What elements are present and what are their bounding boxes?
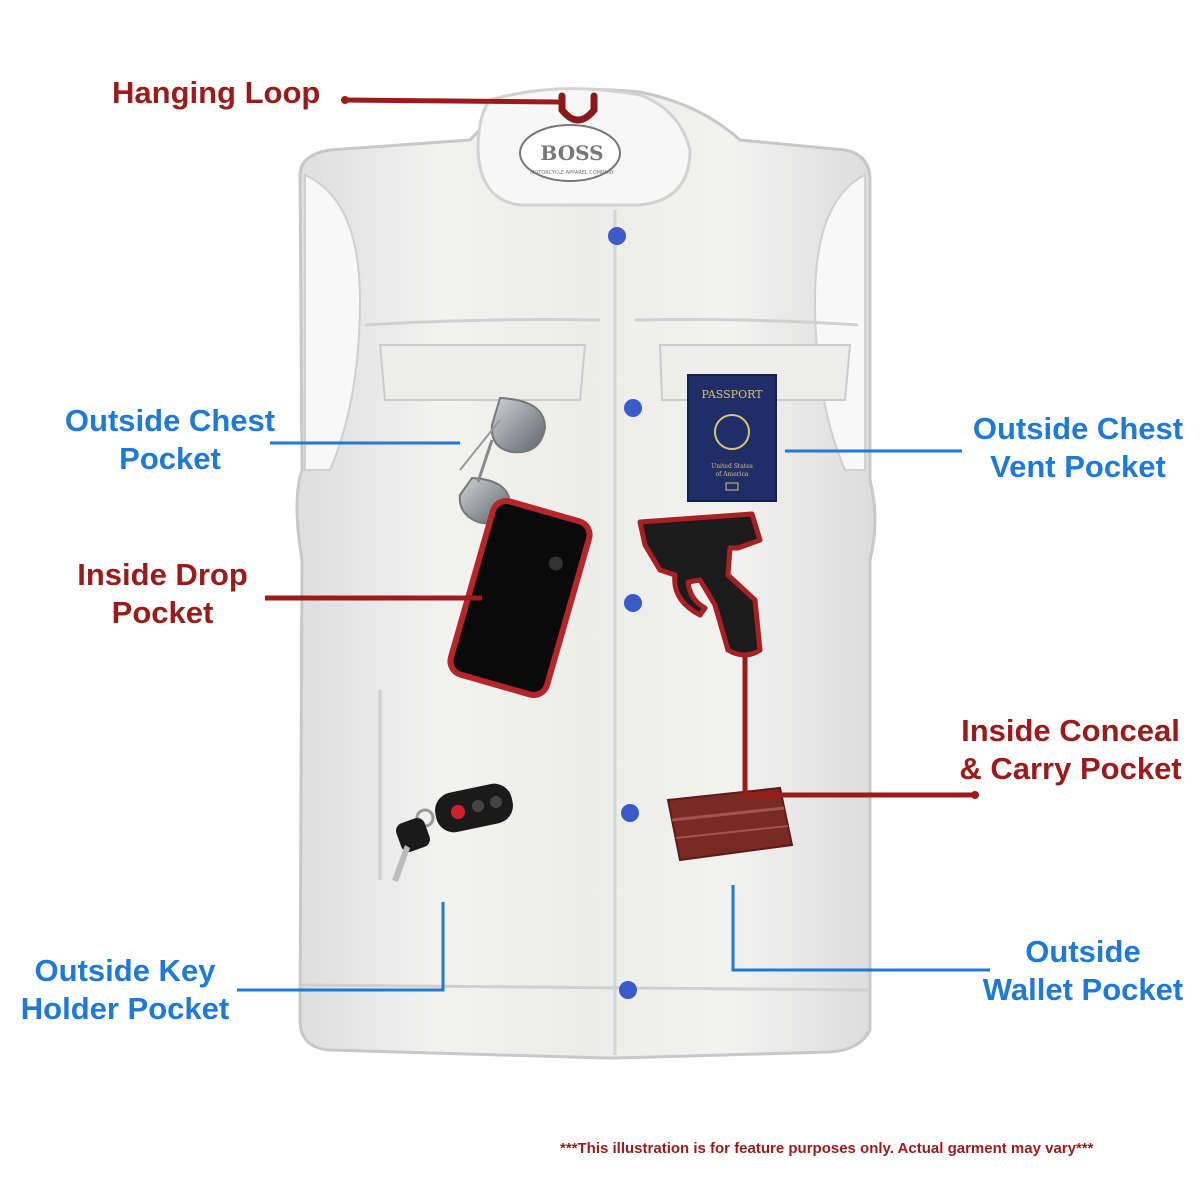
label-outside-wallet-pocket: Outside Wallet Pocket — [972, 933, 1194, 1009]
label-hanging-loop: Hanging Loop — [112, 74, 337, 112]
passport-title: PASSPORT — [701, 388, 763, 401]
snap-button — [619, 981, 637, 999]
label-line: Outside — [1025, 934, 1141, 969]
snap-button — [624, 594, 642, 612]
label-line: Inside Drop — [77, 557, 248, 592]
label-line: Pocket — [119, 441, 221, 476]
brand-logo-subtext: MOTORCYCLE APPAREL COMPANY — [530, 170, 615, 176]
connector-key-holder — [237, 902, 445, 992]
passport: PASSPORT United States of America — [687, 374, 777, 502]
label-inside-drop-pocket: Inside Drop Pocket — [60, 556, 265, 632]
label-outside-chest-pocket: Outside Chest Pocket — [55, 402, 285, 478]
phone-icon — [447, 498, 593, 698]
label-line: Vent Pocket — [990, 449, 1166, 484]
disclaimer-text: ***This illustration is for feature purp… — [560, 1140, 1094, 1157]
passport-country-line2: of America — [715, 471, 748, 478]
label-outside-chest-vent-pocket: Outside Chest Vent Pocket — [962, 410, 1194, 486]
label-inside-conceal-carry-pocket: Inside Conceal & Carry Pocket — [948, 712, 1193, 788]
hanging-loop-icon — [558, 92, 598, 124]
passport-country-line1: United States — [711, 463, 753, 470]
label-line: Outside Chest — [64, 403, 276, 438]
snap-button — [621, 804, 639, 822]
handgun-icon — [637, 511, 763, 658]
connector-wallet — [731, 885, 990, 972]
vest — [295, 87, 877, 1060]
snap-button — [624, 399, 642, 417]
eagle-seal-icon — [714, 414, 750, 450]
label-line: Holder Pocket — [20, 991, 230, 1026]
label-line: & Carry Pocket — [959, 751, 1182, 786]
connector-hanging-loop — [344, 97, 561, 105]
connector-lines-blue — [237, 441, 990, 992]
label-line: Outside Chest — [972, 411, 1184, 446]
label-outside-key-holder-pocket: Outside Key Holder Pocket — [10, 952, 240, 1028]
label-line: Pocket — [111, 595, 214, 630]
label-line: Inside Conceal — [961, 713, 1180, 748]
car-key-icon — [392, 783, 513, 882]
brand-logo-text: BOSS — [540, 141, 603, 165]
brand-logo: BOSS MOTORCYCLE APPAREL COMPANY — [519, 124, 621, 182]
connector-conceal-carry — [742, 655, 975, 798]
connector-lines-red — [265, 96, 979, 799]
label-line: Wallet Pocket — [982, 972, 1184, 1007]
snap-button — [608, 227, 626, 245]
label-hanging-loop-text: Hanging Loop — [112, 75, 321, 110]
label-line: Outside Key — [34, 953, 216, 988]
